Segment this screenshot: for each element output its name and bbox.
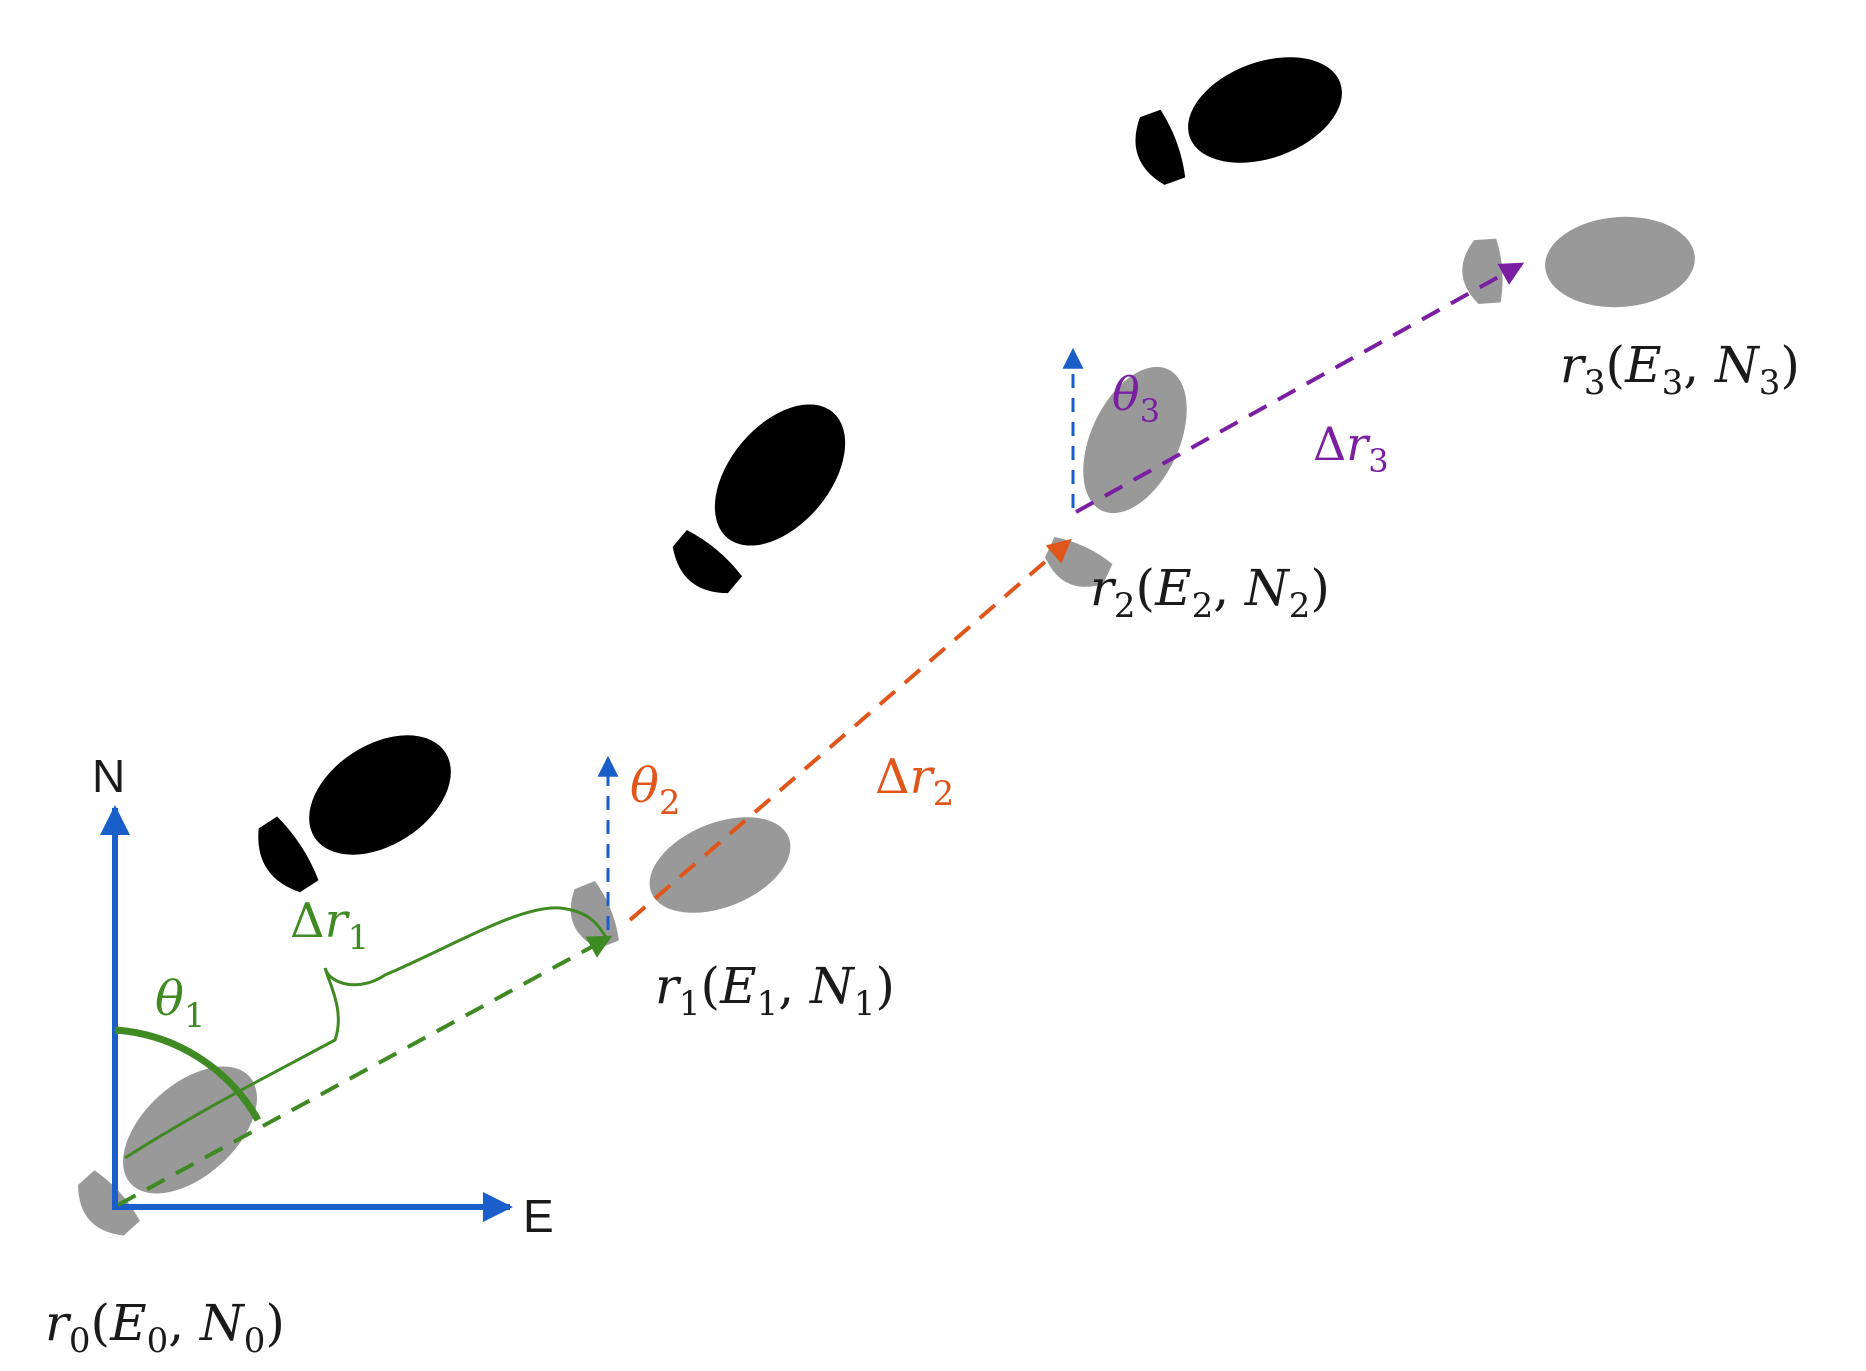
position-label-r3: r3(E3, N3) — [1560, 336, 1800, 403]
black-footprint-1 — [258, 735, 451, 893]
gray-footprint-r0 — [78, 1066, 257, 1236]
north-label: N — [92, 750, 125, 802]
theta1-arc — [114, 1026, 262, 1122]
theta1-label: θ1 — [155, 971, 206, 1036]
coordinate-axes — [100, 805, 513, 1222]
theta2-label: θ2 — [630, 758, 681, 823]
east-label: E — [523, 1190, 554, 1242]
step-vector-dr3 — [1075, 262, 1525, 514]
dr1-brace — [124, 906, 610, 1160]
theta3-label: θ3 — [1112, 367, 1160, 430]
black-footprint-3 — [1135, 57, 1342, 185]
position-label-r1: r1(E1, N1) — [655, 957, 895, 1024]
position-label-r2: r2(E2, N2) — [1090, 559, 1330, 626]
black-footprint-2 — [672, 404, 846, 594]
position-label-r0: r0(E0, N0) — [45, 1294, 285, 1361]
gray-footprint-r1 — [570, 817, 791, 949]
dr2-label: Δr2 — [875, 749, 954, 814]
step-vector-dr1 — [117, 935, 613, 1207]
dr1-label: Δr1 — [290, 893, 369, 958]
dr3-label: Δr3 — [1313, 417, 1389, 480]
gray-footprint-r3 — [1462, 216, 1695, 308]
